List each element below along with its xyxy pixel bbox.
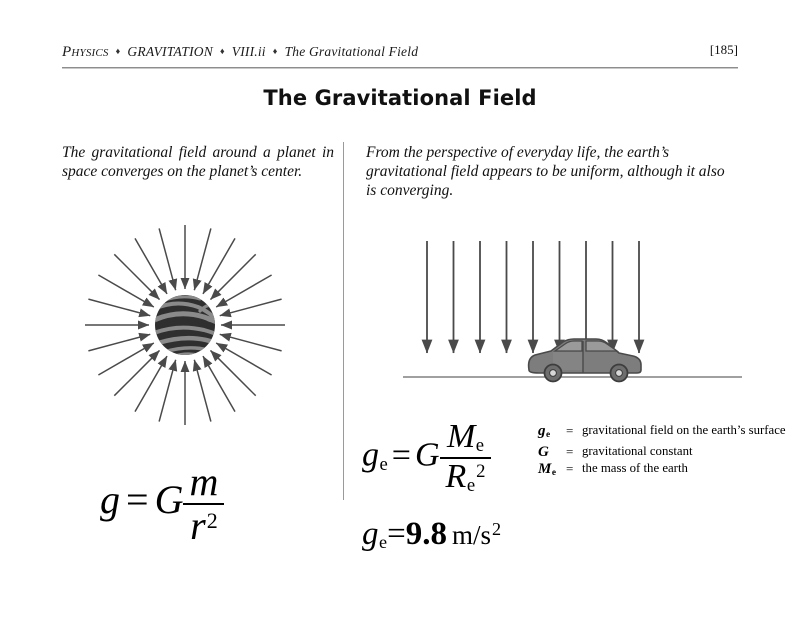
header-separator-icon: ♦ xyxy=(219,46,225,56)
denominator-base: R xyxy=(445,457,467,495)
fraction-denominator: r2 xyxy=(183,503,225,548)
column-divider xyxy=(343,142,344,500)
field-arrow xyxy=(202,238,236,295)
field-arrow xyxy=(98,342,155,376)
field-arrow xyxy=(215,342,272,376)
field-arrow xyxy=(219,332,282,352)
denominator-subscript: e xyxy=(466,474,476,496)
equation-lhs-subscript: e xyxy=(379,453,388,475)
fraction-numerator: m xyxy=(189,459,219,504)
value-units: m/s xyxy=(451,520,491,550)
header-chapter: GRAVITATION xyxy=(127,44,213,59)
header-separator-icon: ♦ xyxy=(272,46,278,56)
legend-definition: gravitational constant xyxy=(582,443,693,458)
fraction-denominator: Re2 xyxy=(439,456,492,496)
field-arrow xyxy=(134,238,168,295)
numerator-subscript: e xyxy=(475,435,485,457)
value-lhs: g xyxy=(362,516,379,552)
header-section: VIII.ii xyxy=(231,44,266,59)
field-arrow xyxy=(158,359,178,422)
field-arrow xyxy=(113,349,161,397)
radial-arrow-group xyxy=(85,225,285,425)
legend-equals: = xyxy=(566,460,574,476)
planet xyxy=(155,295,215,355)
field-arrow xyxy=(215,274,272,308)
denominator-exponent: 2 xyxy=(476,461,486,483)
header-separator-icon: ♦ xyxy=(115,46,121,56)
equation-lhs: g xyxy=(100,477,120,523)
legend-equals: = xyxy=(566,423,574,438)
field-arrow xyxy=(88,298,151,318)
uniform-arrow-group xyxy=(421,241,645,354)
value-units-exponent: 2 xyxy=(491,518,502,539)
denominator-base: r xyxy=(190,503,206,548)
header-breadcrumb: Physics ♦ GRAVITATION ♦ VIII.ii ♦ The Gravitat… xyxy=(62,44,418,61)
fraction-numerator: Me xyxy=(440,420,492,457)
numerator-base: M xyxy=(446,418,476,455)
header-topic: The Gravitational Field xyxy=(284,44,419,59)
page-title: The Gravitational Field xyxy=(263,86,537,110)
caption-left: The gravitational field around a planet … xyxy=(62,144,334,180)
equation-operator: = xyxy=(126,477,149,523)
header-rule xyxy=(62,67,738,69)
equation-operator: = xyxy=(391,436,411,474)
field-arrow xyxy=(98,274,155,308)
legend-row: Me = the mass of the earth xyxy=(538,460,788,480)
legend-row: ge = gravitational field on the earth’s su… xyxy=(538,423,788,442)
value-operator: = xyxy=(387,516,406,552)
equation-constant: G xyxy=(154,477,184,523)
planet-radial-field-diagram xyxy=(85,225,285,425)
equation-constant: G xyxy=(414,436,440,474)
field-arrow xyxy=(158,228,178,291)
uniform-field-diagram xyxy=(403,241,742,383)
car-illustration xyxy=(527,338,642,383)
legend-row: G = gravitational constant xyxy=(538,443,788,460)
running-header: Physics ♦ GRAVITATION ♦ VIII.ii ♦ The Gravitat… xyxy=(62,42,738,64)
legend-symbol: Me xyxy=(538,460,556,478)
field-arrow xyxy=(202,355,236,412)
field-arrow xyxy=(209,253,257,301)
value-number: 9.8 xyxy=(405,516,447,552)
legend-symbol-subscript: e xyxy=(551,467,556,478)
field-arrow xyxy=(192,359,212,422)
legend-definition: the mass of the earth xyxy=(582,460,688,475)
value-lhs-subscript: e xyxy=(379,531,388,552)
page-number: [185] xyxy=(709,42,738,57)
legend-symbol: ge xyxy=(538,423,551,440)
caption-right: From the perspective of everyday life, t… xyxy=(366,144,725,199)
legend-symbol-subscript: e xyxy=(546,429,551,440)
header-subject: Physics xyxy=(62,44,109,60)
field-arrow xyxy=(209,349,257,397)
legend-definition: gravitational field on the earth’s surfa… xyxy=(582,423,786,437)
field-arrow xyxy=(88,332,151,352)
denominator-exponent: 2 xyxy=(206,507,218,533)
symbol-legend: ge = gravitational field on the earth’s su… xyxy=(538,423,788,483)
field-arrow xyxy=(192,228,212,291)
legend-equals: = xyxy=(566,443,574,459)
field-arrow xyxy=(113,253,161,301)
equation-lhs: g xyxy=(362,436,379,474)
legend-symbol: G xyxy=(538,443,549,460)
field-arrow xyxy=(219,298,282,318)
field-arrow xyxy=(134,355,168,412)
